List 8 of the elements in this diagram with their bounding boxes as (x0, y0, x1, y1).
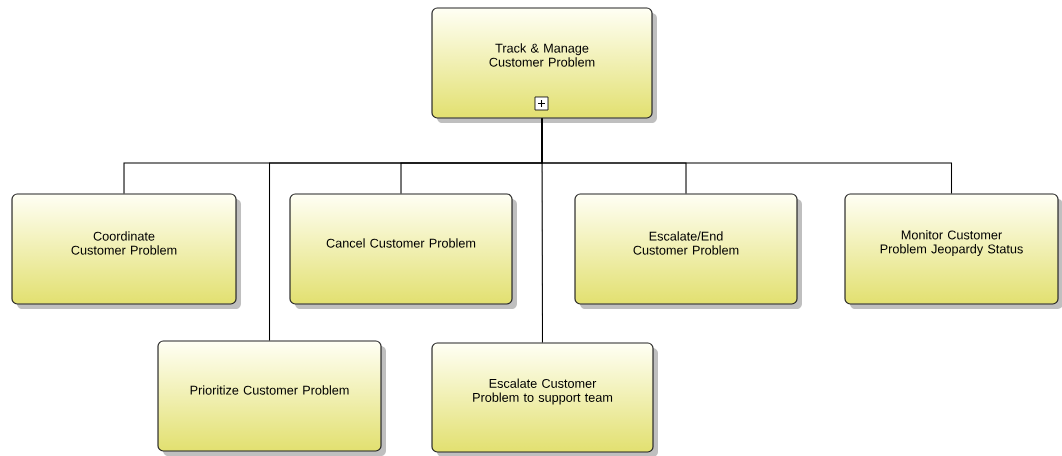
process-box: Track & Manage Customer Problem (431, 7, 657, 123)
process-box: Cancel Customer Problem (289, 193, 517, 309)
process-box: Monitor Customer Problem Jeopardy Status (844, 193, 1062, 309)
connector-line (541, 118, 953, 194)
process-box: Escalate/End Customer Problem (574, 193, 802, 309)
process-box: Escalate Customer Problem to support team (431, 342, 658, 456)
process-box: Coordinate Customer Problem (11, 193, 241, 309)
process-box: Prioritize Customer Problem (157, 340, 386, 456)
